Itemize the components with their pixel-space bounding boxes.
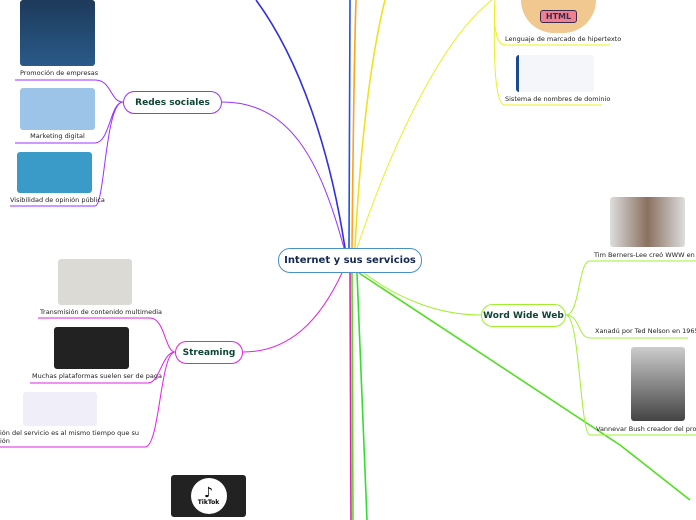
topic-word-wide-web[interactable]: Word Wide Web (481, 304, 566, 327)
central-topic[interactable]: Internet y sus servicios (278, 248, 422, 273)
marketing-image (20, 88, 95, 130)
connector-down-green2 (356, 272, 368, 520)
tiktok-logo-image: ♪ TikTok (171, 475, 246, 517)
connector-www (363, 272, 482, 316)
connector-down-magenta (349, 272, 352, 520)
music-note-icon: ♪ (204, 485, 213, 501)
connector-top-orange (351, 0, 357, 249)
ted-nelson-image (600, 270, 685, 325)
service-image (23, 392, 97, 426)
html-image: HTML (521, 0, 596, 33)
leaf-xanadu[interactable]: Xanadú por Ted Nelson en 1965 (595, 327, 696, 335)
topic-streaming[interactable]: Streaming (175, 341, 243, 364)
dns-image (516, 55, 594, 92)
connector-diag-green (358, 272, 691, 501)
leaf-visibilidad[interactable]: Visibilidad de opinión pública (10, 196, 105, 204)
tiktok-logo-text: TikTok (197, 499, 220, 506)
tiktok-logo-circle: ♪ TikTok (190, 478, 227, 514)
connector-html (356, 0, 493, 249)
leaf-dns[interactable]: Sistema de nombres de dominio (505, 95, 611, 103)
leaf-lenguaje-marcado[interactable]: Lenguaje de marcado de hipertexto (505, 35, 622, 43)
vannevar-bush-photo (631, 347, 685, 421)
multimedia-image (58, 259, 132, 305)
connector-down-green1 (351, 272, 354, 520)
leaf-promocion[interactable]: Promoción de empresas (20, 69, 99, 77)
connector-top-yellow (354, 0, 386, 249)
opinion-image (17, 152, 92, 193)
leaf-vannevar-bush[interactable]: Vannevar Bush creador del proyecto (596, 425, 696, 433)
connector-streaming (242, 272, 343, 353)
leaf-plataformas[interactable]: Muchas plataformas suelen ser de paga (32, 372, 162, 380)
leaf-berners-lee[interactable]: Tim Berners-Lee creó WWW en 199 (594, 251, 696, 259)
connector-top-blue (348, 0, 351, 249)
leaf-servicio-2[interactable]: ión (0, 437, 10, 445)
leaf-transmision[interactable]: Transmisión de contenido multimedia (40, 308, 163, 316)
leaf-marketing[interactable]: Marketing digital (30, 132, 85, 140)
connector-html-leaves (493, 0, 610, 106)
berners-lee-photo (610, 197, 685, 247)
leaf-servicio-1[interactable]: ión del servicio es al mismo tiempo que … (0, 429, 139, 437)
connector-redes (221, 101, 345, 249)
connector-top-indigo (255, 0, 346, 249)
html-badge-text: HTML (539, 10, 578, 23)
platforms-image (54, 327, 129, 369)
connector-redes-leaves (10, 79, 124, 207)
connector-streaming-leaves (0, 317, 176, 448)
topic-redes-sociales[interactable]: Redes sociales (123, 91, 222, 114)
social-media-image (20, 0, 95, 66)
connector-www-leaves (565, 260, 696, 436)
